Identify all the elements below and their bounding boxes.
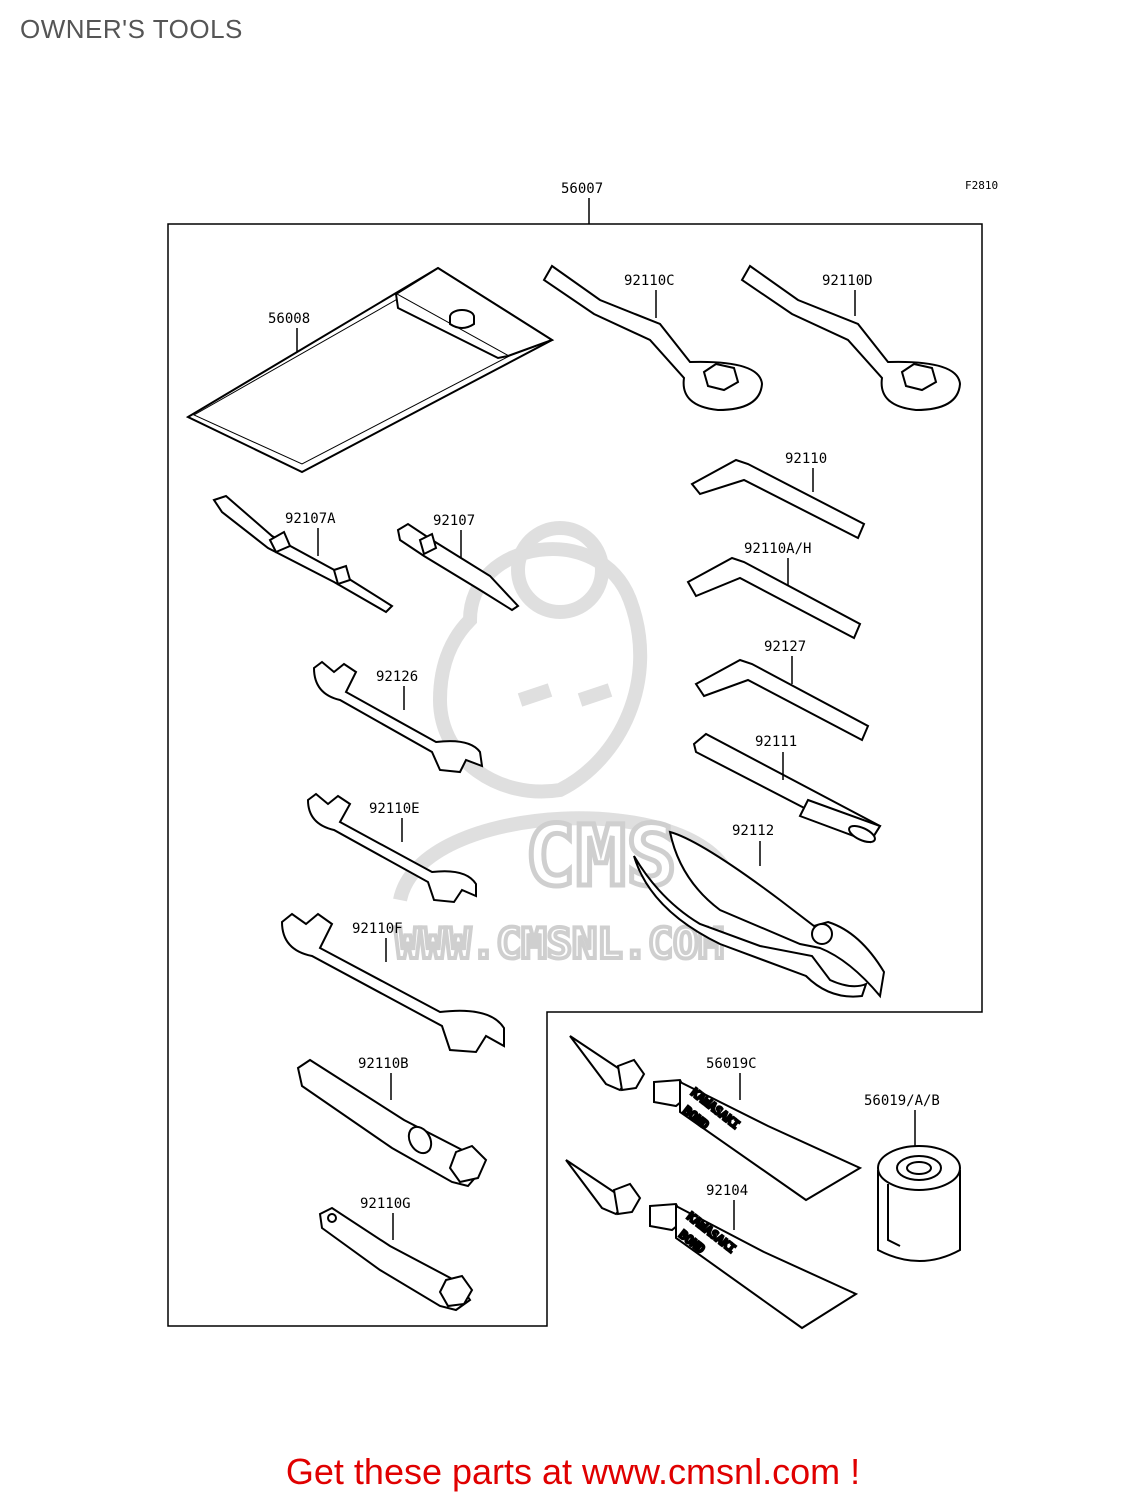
- bond-tube-56019c: KAWASAKI BOND: [569, 1035, 863, 1202]
- wrench-92110f: [280, 912, 505, 1054]
- part-label-92110b[interactable]: 92110B: [358, 1056, 409, 1072]
- pliers-92112: [633, 830, 886, 999]
- part-label-92110e[interactable]: 92110E: [369, 801, 420, 817]
- box-wrench-d: [740, 264, 962, 412]
- part-label-92111[interactable]: 92111: [755, 734, 797, 750]
- part-label-92107[interactable]: 92107: [433, 513, 475, 529]
- part-label-92110f[interactable]: 92110F: [352, 921, 403, 937]
- socket-92110b: [296, 1058, 488, 1188]
- screwdriver-92107: [396, 522, 520, 612]
- parts-diagram: CMS WWW.CMSNL.COM F2810: [167, 179, 998, 1330]
- part-label-56007[interactable]: 56007: [561, 181, 603, 197]
- part-label-56019c[interactable]: 56019C: [706, 1056, 757, 1072]
- watermark-url: WWW.CMSNL.COM: [395, 919, 724, 968]
- leader-lines: [296, 290, 916, 1240]
- part-label-56019ab[interactable]: 56019/A/B: [864, 1093, 940, 1109]
- part-label-92126[interactable]: 92126: [376, 669, 418, 685]
- bar-92111: [692, 732, 882, 844]
- part-label-92112[interactable]: 92112: [732, 823, 774, 839]
- part-label-92110c[interactable]: 92110C: [624, 273, 675, 289]
- figure-code: F2810: [965, 179, 998, 192]
- part-label-56008[interactable]: 56008: [268, 311, 310, 327]
- hex-key-92127: [694, 658, 870, 742]
- kit-outline: [167, 223, 983, 1327]
- wrench-92126: [312, 660, 484, 774]
- part-label-92127[interactable]: 92127: [764, 639, 806, 655]
- page-title: OWNER'S TOOLS: [20, 14, 243, 44]
- part-label-92104[interactable]: 92104: [706, 1183, 748, 1199]
- wrench-92110e: [306, 792, 477, 904]
- hex-key-92110ah: [686, 556, 862, 640]
- part-label-92107a[interactable]: 92107A: [285, 511, 336, 527]
- hex-key-92110: [690, 458, 866, 540]
- part-label-92110[interactable]: 92110: [785, 451, 827, 467]
- box-wrench-c: [542, 264, 764, 412]
- part-label-92110ah[interactable]: 92110A/H: [744, 541, 811, 557]
- tool-pouch: [185, 266, 555, 474]
- promo-link[interactable]: Get these parts at www.cmsnl.com !: [0, 1451, 1146, 1493]
- part-label-92110g[interactable]: 92110G: [360, 1196, 411, 1212]
- screwdriver-92107a: [212, 494, 394, 614]
- part-labels: 56007 56008 92110C 92110D 92110 92107A 9…: [268, 181, 940, 1212]
- promo-text[interactable]: Get these parts at www.cmsnl.com !: [285, 1451, 861, 1492]
- canister-56019ab: [877, 1145, 961, 1262]
- socket-92110g: [318, 1206, 474, 1312]
- part-label-92110d[interactable]: 92110D: [822, 273, 873, 289]
